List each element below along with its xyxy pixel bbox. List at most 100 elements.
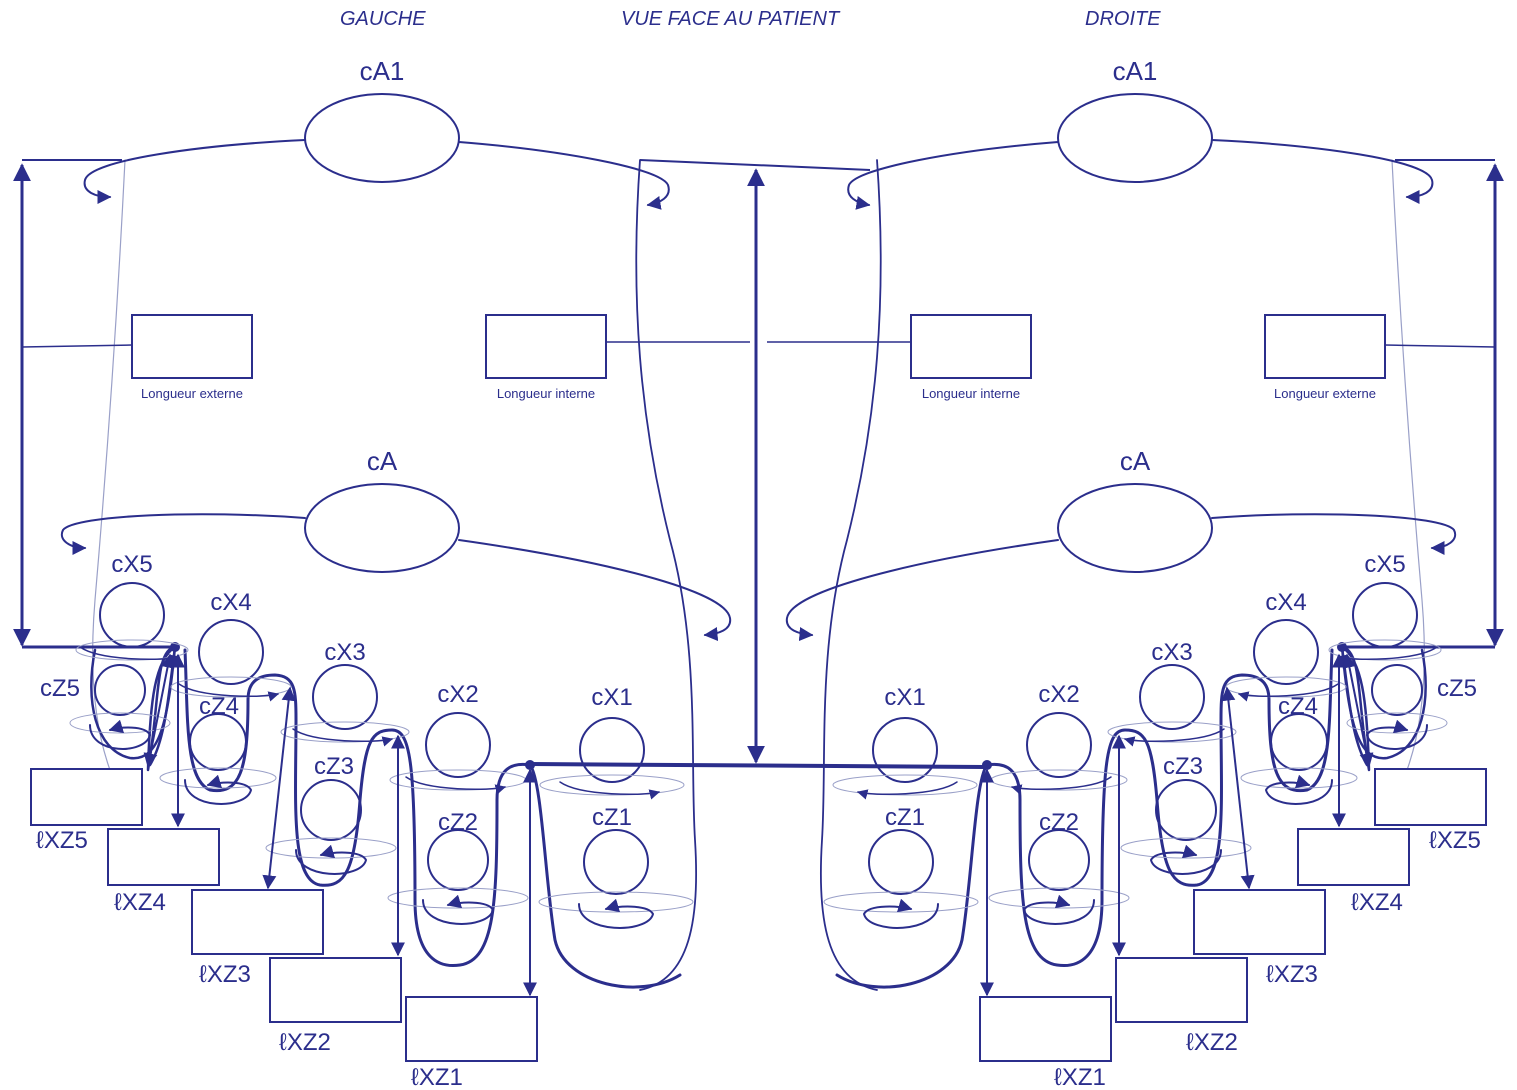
cZ3-circle [300, 779, 362, 841]
lXZ1-box [979, 996, 1112, 1062]
cX1-tape [832, 774, 978, 796]
cZ3-label: cZ3 [1163, 753, 1203, 780]
cA1-label: cA1 [1113, 56, 1158, 86]
cA-tape-right [458, 539, 732, 642]
cX1-tape [539, 774, 685, 796]
cX3-tape-arrow [1123, 728, 1225, 747]
outer-length-leader [21, 344, 133, 348]
cZ2-circle [1028, 829, 1090, 891]
lXZ5-box [1374, 768, 1487, 826]
lXZ5-box [30, 768, 143, 826]
cX3-circle [312, 664, 378, 730]
lXZ5-arrow [1342, 653, 1374, 768]
header-left: GAUCHE [340, 8, 426, 30]
cZ4-hook [1265, 774, 1333, 805]
cX4-label: cX4 [1265, 589, 1306, 616]
header-right: DROITE [1085, 8, 1161, 30]
outer-length-caption: Longueur externe [1274, 386, 1376, 401]
foot-outline-inner [819, 159, 882, 991]
foot-outline-outer [1391, 159, 1425, 771]
cZ4-label: cZ4 [1278, 693, 1318, 720]
cZ1-label: cZ1 [592, 804, 632, 831]
cZ3-hook [295, 844, 367, 875]
cA1-ellipse [1057, 93, 1213, 183]
cZ3-circle [1155, 779, 1217, 841]
cX2-tape-arrow [1010, 776, 1112, 795]
toe-baseline [529, 762, 986, 769]
cZ5-label: cZ5 [1437, 675, 1477, 702]
cZ1-hook [863, 898, 939, 929]
top-connector-line [639, 159, 871, 171]
right-foot [767, 93, 1504, 1062]
foot-outline-outer [92, 159, 126, 771]
lXZ4-box [1297, 828, 1410, 886]
cA-tape-left [1211, 513, 1457, 555]
cX2-circle [425, 712, 491, 778]
cZ3-label: cZ3 [314, 753, 354, 780]
cZ4-circle [1270, 713, 1328, 771]
cX5-label: cX5 [1364, 551, 1405, 578]
cX2-label: cX2 [437, 681, 478, 708]
cZ1-circle [583, 829, 649, 895]
toe1-outline [528, 763, 682, 989]
lXZ2-label: ℓXZ2 [1186, 1029, 1238, 1056]
cA-tape-right [785, 539, 1059, 642]
cX3-label: cX3 [1151, 639, 1192, 666]
cZ1-label: cZ1 [885, 804, 925, 831]
cX3-label: cX3 [324, 639, 365, 666]
cX1-circle [872, 717, 938, 783]
lXZ3-arrow [262, 686, 296, 890]
cX2-circle [1026, 712, 1092, 778]
cX3-circle [1139, 664, 1205, 730]
cX1-tape-arrow [856, 781, 958, 800]
cZ1-circle [868, 829, 934, 895]
lXZ3-label: ℓXZ3 [199, 961, 251, 988]
cX1-circle [579, 717, 645, 783]
cA-label: cA [1120, 446, 1151, 476]
cX5-tape [1328, 639, 1442, 661]
cZ5-circle [94, 664, 146, 716]
cZ4-circle [189, 713, 247, 771]
lXZ1-box [405, 996, 538, 1062]
cA1-tape-right [847, 141, 1059, 210]
cZ2-label: cZ2 [1039, 809, 1079, 836]
toe1-outline [835, 763, 989, 989]
cA-label: cA [367, 446, 398, 476]
toe1-reference-dot [525, 760, 535, 770]
cX3-tape-arrow [292, 728, 394, 747]
lXZ5-label: ℓXZ5 [36, 827, 88, 854]
cA-ellipse [304, 483, 460, 573]
cX1-tape-arrow [559, 781, 661, 800]
cX4-circle [1253, 619, 1319, 685]
cA1-tape-left [83, 139, 306, 204]
cZ4-label: cZ4 [199, 693, 239, 720]
lXZ4-label: ℓXZ4 [114, 889, 166, 916]
lXZ3-label: ℓXZ3 [1266, 961, 1318, 988]
lXZ4-box [107, 828, 220, 886]
cX1-label: cX1 [591, 684, 632, 711]
cZ4-hook [184, 774, 252, 805]
cZ3-hook [1150, 844, 1222, 875]
cA1-ellipse [304, 93, 460, 183]
lXZ1-label: ℓXZ1 [411, 1064, 463, 1090]
cZ2-label: cZ2 [438, 809, 478, 836]
cZ2-circle [427, 829, 489, 891]
cZ2-hook [422, 894, 494, 925]
lXZ2-box [269, 957, 402, 1023]
cX5-circle [1352, 582, 1418, 648]
cZ1-hook [578, 898, 654, 929]
cX2-tape-arrow [405, 776, 507, 795]
cX4-circle [198, 619, 264, 685]
inner-length-box [485, 314, 607, 379]
cA1-tape-right [458, 141, 670, 210]
outer-length-caption: Longueur externe [141, 386, 243, 401]
lXZ3-box [1193, 889, 1326, 955]
outer-length-box [1264, 314, 1386, 379]
inner-length-caption: Longueur interne [497, 386, 595, 401]
cZ5-circle [1371, 664, 1423, 716]
cA-ellipse [1057, 483, 1213, 573]
cX5-tape [75, 639, 189, 661]
toe5-inner-edge [1340, 645, 1371, 772]
